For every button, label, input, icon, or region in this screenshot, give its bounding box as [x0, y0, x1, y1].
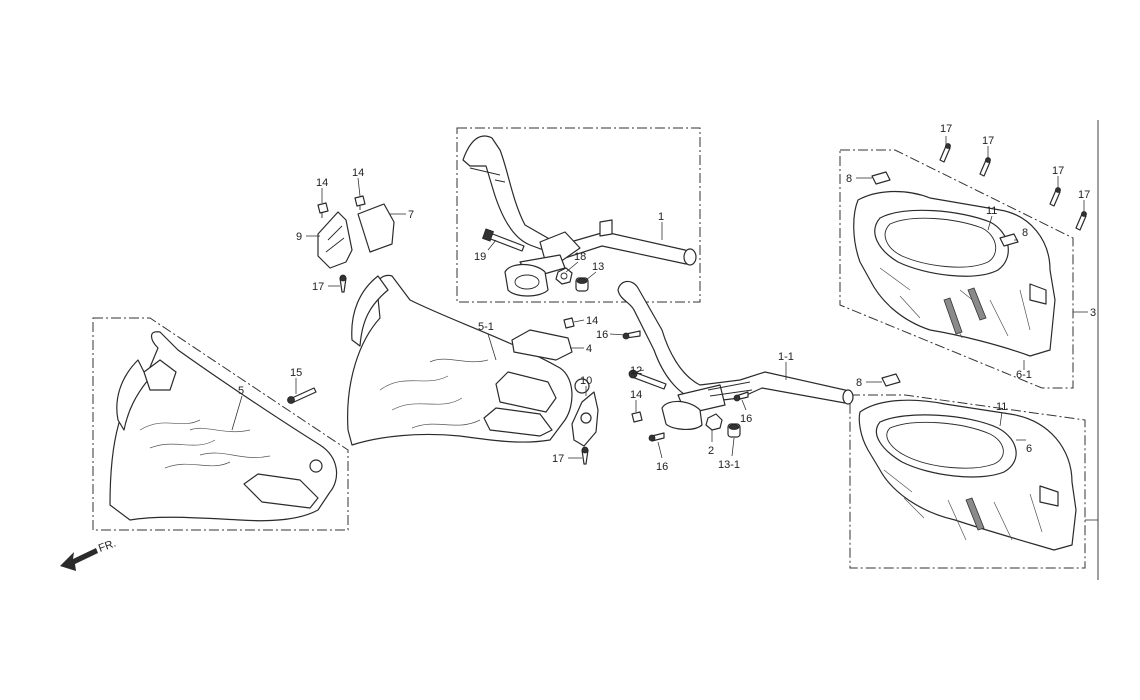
pad-8a: [871, 171, 891, 185]
bolt-19: [482, 228, 525, 252]
callout-11-b: 11: [996, 401, 1007, 413]
callout-16-b: 16: [656, 461, 668, 473]
callout-17-e: 17: [1052, 165, 1064, 177]
box-rear-cover-bottom: [849, 394, 1086, 569]
callout-18: 18: [574, 251, 586, 263]
callout-6: 6: [1026, 443, 1032, 455]
screw-15: [287, 387, 317, 404]
callout-17-b: 17: [552, 453, 564, 465]
callout-19: 19: [474, 251, 486, 263]
clip-14a: [317, 202, 329, 218]
callout-5-1: 5-1: [478, 321, 494, 333]
nut-18: [555, 267, 573, 285]
box-handlebar-upper: [456, 127, 701, 303]
callout-8-c: 8: [856, 377, 862, 389]
callout-12: 12: [630, 365, 642, 377]
callout-8-a: 8: [846, 173, 852, 185]
callout-8-b: 8: [1022, 227, 1028, 239]
lid-4: [511, 329, 573, 361]
callout-4: 4: [586, 343, 592, 355]
callout-14-b: 14: [352, 167, 364, 179]
collar-13: [575, 277, 589, 292]
plate-7: [357, 203, 395, 253]
screw-16a: [622, 330, 641, 340]
bracket-9: [317, 211, 353, 269]
screw-17d: [979, 157, 991, 177]
callout-16-a: 16: [596, 329, 608, 341]
collar-13-1: [727, 423, 741, 438]
clip-14b: [354, 195, 366, 210]
direction-arrow: [60, 548, 98, 571]
clip-14c: [563, 317, 575, 329]
callout-11-a: 11: [986, 205, 997, 217]
callout-14-c: 14: [586, 315, 598, 327]
callout-15: 15: [290, 367, 302, 379]
callout-17-a: 17: [312, 281, 324, 293]
callout-labels: 1 19 18 13 14 14 9 7 17 15 5 5-1 14 16 4…: [238, 123, 1096, 473]
screw-17e: [1049, 187, 1061, 207]
pad-8b: [999, 233, 1019, 247]
callout-17-f: 17: [1078, 189, 1090, 201]
handlebar-lower: [617, 280, 854, 430]
front-cover-5-1: [347, 274, 590, 446]
callout-7: 7: [408, 209, 414, 221]
callout-13: 13: [592, 261, 604, 273]
screw-16b: [648, 432, 665, 442]
callout-10: 10: [580, 375, 592, 387]
callout-5: 5: [238, 385, 244, 397]
rear-cover-6-1: [853, 190, 1056, 357]
callout-14-d: 14: [630, 389, 642, 401]
screw-17a: [339, 274, 347, 293]
pad-8c: [881, 373, 901, 387]
callout-16-c: 16: [740, 413, 752, 425]
callout-2: 2: [708, 445, 714, 457]
leader-lines: [231, 136, 1098, 521]
callout-17-c: 17: [940, 123, 952, 135]
rear-cover-6: [858, 399, 1077, 551]
front-cover-5: [109, 331, 338, 522]
screw-16c: [733, 391, 749, 402]
screw-17f: [1075, 211, 1087, 231]
callout-14-a: 14: [316, 177, 328, 189]
callout-17-d: 17: [982, 135, 994, 147]
callout-13-1: 13-1: [718, 459, 740, 471]
direction-label: FR.: [97, 537, 118, 554]
callout-3: 3: [1090, 307, 1096, 319]
box-rear-cover-top: [839, 149, 1074, 389]
callout-1-1: 1-1: [778, 351, 794, 363]
plate-10: [571, 391, 599, 447]
callout-9: 9: [296, 231, 302, 243]
screw-17c: [939, 143, 951, 163]
callout-6-1: 6-1: [1016, 369, 1032, 381]
nut-2: [705, 413, 723, 431]
screw-17b: [581, 446, 589, 465]
clip-14d: [631, 411, 643, 423]
callout-1: 1: [658, 211, 664, 223]
